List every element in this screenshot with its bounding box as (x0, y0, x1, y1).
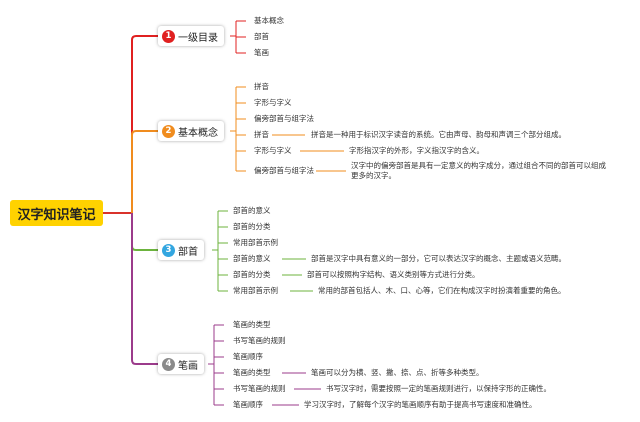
note-text: 笔画可以分为横、竖、撇、捺、点、折等多种类型。 (311, 368, 484, 377)
branch-label: 一级目录 (178, 32, 218, 44)
note-text: 拼音是一种用于标识汉字读音的系统。它由声母、韵母和声调三个部分组成。 (311, 130, 566, 139)
leaf-item[interactable]: 部首的意义 (233, 206, 271, 215)
branch-label: 笔画 (178, 360, 198, 372)
note-term[interactable]: 字形与字义 (254, 146, 292, 155)
branch-connector-2 (131, 130, 158, 213)
leaf-item[interactable]: 笔画 (254, 48, 269, 57)
leaf-item[interactable]: 偏旁部首与组字法 (254, 114, 314, 123)
number-badge-icon: 2 (162, 124, 175, 138)
note-term[interactable]: 笔画的类型 (233, 368, 271, 377)
leaf-item[interactable]: 常用部首示例 (233, 238, 278, 247)
leaf-item[interactable]: 书写笔画的规则 (233, 336, 286, 345)
note-term[interactable]: 书写笔画的规则 (233, 384, 286, 393)
leaf-item[interactable]: 笔画顺序 (233, 352, 263, 361)
number-badge-icon: 4 (162, 357, 175, 371)
note-term[interactable]: 笔画顺序 (233, 400, 263, 409)
note-text: 字形指汉字的外形，字义指汉字的含义。 (349, 146, 484, 155)
branch-connector-3 (131, 213, 158, 251)
note-text: 常用的部首包括人、木、口、心等，它们在构成汉字时扮演着重要的角色。 (318, 286, 566, 295)
leaf-item[interactable]: 部首 (254, 32, 269, 41)
root-node[interactable]: 汉字知识笔记 (10, 200, 103, 226)
leaf-item[interactable]: 字形与字义 (254, 98, 292, 107)
number-badge-icon: 3 (162, 243, 175, 257)
leaf-item[interactable]: 拼音 (254, 82, 269, 91)
note-text: 汉字中的偏旁部首是具有一定意义的构字成分，通过组合不同的部首可以组成更多的汉字。 (351, 161, 606, 180)
branch-node-3[interactable]: 3 部首 (158, 240, 204, 260)
note-term[interactable]: 常用部首示例 (233, 286, 278, 295)
note-term[interactable]: 偏旁部首与组字法 (254, 166, 314, 175)
branch-node-2[interactable]: 2 基本概念 (158, 121, 224, 141)
number-badge-icon: 1 (162, 29, 175, 43)
leaf-item[interactable]: 部首的分类 (233, 222, 271, 231)
note-text: 书写汉字时，需要按照一定的笔画规则进行，以保持字形的正确性。 (326, 384, 551, 393)
branch-label: 部首 (178, 246, 198, 258)
branch-node-1[interactable]: 1 一级目录 (158, 26, 224, 46)
branch-node-4[interactable]: 4 笔画 (158, 354, 204, 374)
branch-connector-4 (131, 213, 158, 365)
note-text: 学习汉字时，了解每个汉字的笔画顺序有助于提高书写速度和准确性。 (304, 400, 537, 409)
note-term[interactable]: 拼音 (254, 130, 269, 139)
note-text: 部首可以按照构字结构、语义类别等方式进行分类。 (307, 270, 480, 279)
branch-connector-1 (131, 35, 158, 213)
note-text: 部首是汉字中具有意义的一部分，它可以表达汉字的概念、主题或语义范畴。 (311, 254, 566, 263)
note-term[interactable]: 部首的分类 (233, 270, 271, 279)
leaf-item[interactable]: 笔画的类型 (233, 320, 271, 329)
root-label: 汉字知识笔记 (17, 207, 96, 223)
branch-label: 基本概念 (178, 127, 218, 139)
note-term[interactable]: 部首的意义 (233, 254, 271, 263)
leaf-item[interactable]: 基本概念 (254, 16, 284, 25)
